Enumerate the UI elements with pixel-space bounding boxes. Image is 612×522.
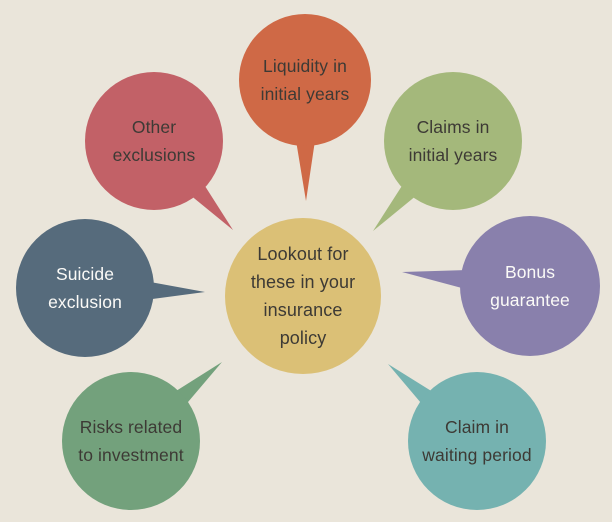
bonus-bubble-circle — [460, 216, 600, 356]
bubble-bonus — [402, 216, 600, 356]
bubble-claim-waiting — [388, 364, 546, 510]
bubble-liquidity — [239, 14, 371, 201]
bubble-other — [85, 72, 233, 230]
liquidity-bubble-circle — [239, 14, 371, 146]
claim-waiting-bubble-circle — [408, 372, 546, 510]
bubble-suicide — [16, 219, 205, 357]
bubble-claims — [373, 72, 522, 231]
other-bubble-circle — [85, 72, 223, 210]
bubble-risks — [62, 362, 222, 510]
claims-bubble-circle — [384, 72, 522, 210]
risks-bubble-circle — [62, 372, 200, 510]
suicide-bubble-circle — [16, 219, 154, 357]
center-topic-circle — [225, 218, 381, 374]
